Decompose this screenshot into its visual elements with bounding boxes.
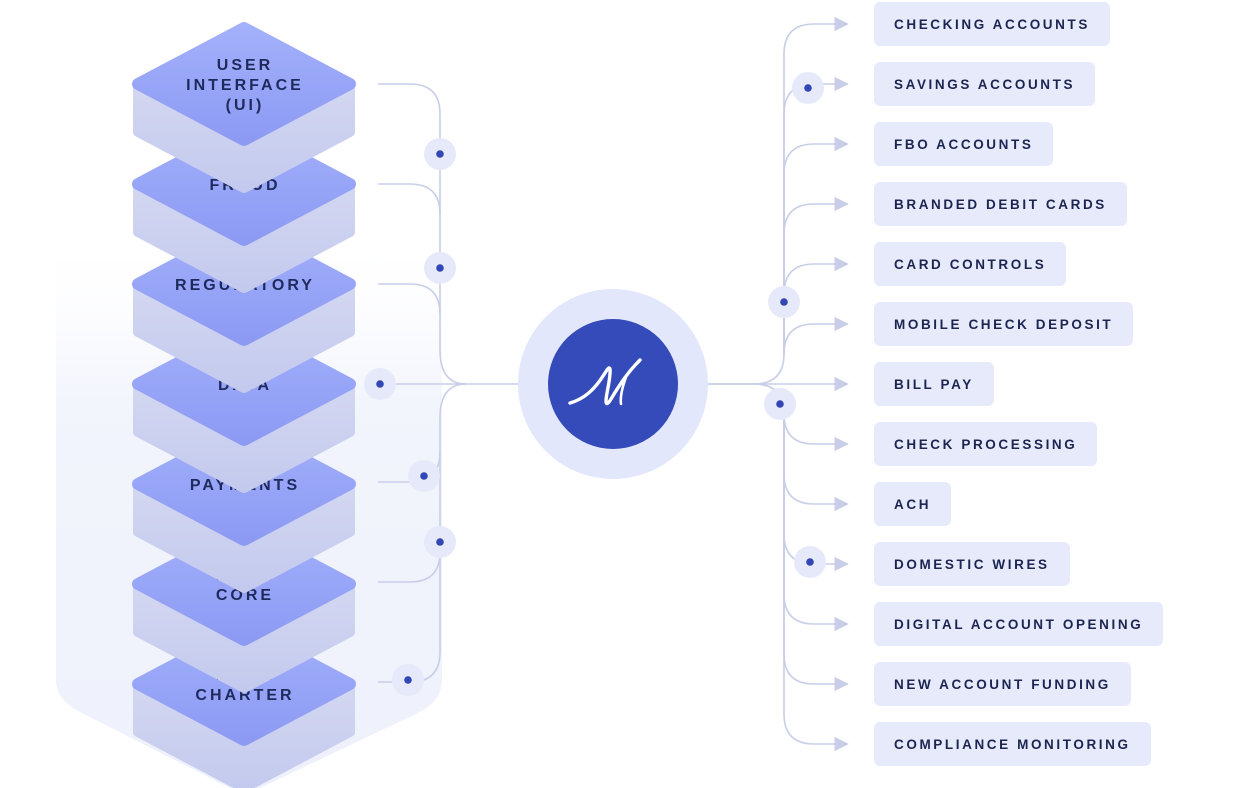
- left-nodes: [364, 138, 456, 696]
- service-pill: COMPLIANCE MONITORING: [874, 722, 1151, 766]
- node-dot: [806, 558, 814, 566]
- service-label: DIGITAL ACCOUNT OPENING: [894, 616, 1144, 632]
- service-pill: DOMESTIC WIRES: [874, 542, 1070, 586]
- stack-layers: BANKCHARTERBANKCOREPAYMENTSDATAREGULATOR…: [132, 22, 356, 788]
- layer-user-interface: USER INTERFACE (UI): [132, 22, 356, 193]
- layer-label: CHARTER: [195, 687, 294, 704]
- right-nodes: [764, 72, 826, 578]
- layer-label: (UI): [226, 97, 265, 114]
- node-dot: [436, 150, 444, 158]
- service-label: DOMESTIC WIRES: [894, 556, 1050, 572]
- logo-mark-icon: [568, 358, 642, 406]
- service-label: COMPLIANCE MONITORING: [894, 736, 1131, 752]
- service-pill: NEW ACCOUNT FUNDING: [874, 662, 1131, 706]
- connector-8: [783, 414, 849, 512]
- service-label: CARD CONTROLS: [894, 256, 1047, 272]
- service-label: BRANDED DEBIT CARDS: [894, 196, 1107, 212]
- service-label: ACH: [894, 496, 932, 512]
- service-pill: MOBILE CHECK DEPOSIT: [874, 302, 1134, 346]
- layer-label: CORE: [216, 587, 274, 604]
- service-pill: BILL PAY: [874, 362, 994, 406]
- connector-12: [783, 414, 849, 752]
- node-dot: [436, 538, 444, 546]
- connector-fraud: [378, 183, 441, 215]
- service-label: BILL PAY: [894, 376, 974, 392]
- logo-inner-circle: [548, 319, 678, 449]
- connector-7: [783, 413, 849, 452]
- brand-logo: [518, 289, 708, 479]
- service-pill: DIGITAL ACCOUNT OPENING: [874, 602, 1164, 646]
- service-label: CHECKING ACCOUNTS: [894, 16, 1090, 32]
- connector-user-interface: [378, 83, 467, 385]
- connector-2: [783, 136, 849, 354]
- node-dot: [776, 400, 784, 408]
- node-dot: [420, 472, 428, 480]
- node-dot: [804, 84, 812, 92]
- connector-10: [783, 414, 849, 632]
- layer-top: [132, 22, 356, 146]
- layer-label: USER: [217, 57, 273, 74]
- service-pill: BRANDED DEBIT CARDS: [874, 182, 1127, 226]
- service-label: FBO ACCOUNTS: [894, 136, 1034, 152]
- node-dot: [436, 264, 444, 272]
- service-pill: SAVINGS ACCOUNTS: [874, 62, 1096, 106]
- service-label: NEW ACCOUNT FUNDING: [894, 676, 1111, 692]
- connector-3: [783, 196, 849, 354]
- layer-label: INTERFACE: [186, 77, 304, 94]
- service-pill: CARD CONTROLS: [874, 242, 1067, 286]
- service-pill: CHECKING ACCOUNTS: [874, 2, 1110, 46]
- connector-0: [783, 16, 849, 354]
- service-label: MOBILE CHECK DEPOSIT: [894, 316, 1114, 332]
- service-pill: FBO ACCOUNTS: [874, 122, 1054, 166]
- node-dot: [404, 676, 412, 684]
- service-label: SAVINGS ACCOUNTS: [894, 76, 1076, 92]
- service-pill: CHECK PROCESSING: [874, 422, 1098, 466]
- connector-9: [783, 414, 849, 572]
- connector-regulatory: [378, 283, 441, 315]
- connector-5: [783, 316, 849, 355]
- service-pill: ACH: [874, 482, 952, 526]
- service-label: CHECK PROCESSING: [894, 436, 1078, 452]
- node-dot: [780, 298, 788, 306]
- node-dot: [376, 380, 384, 388]
